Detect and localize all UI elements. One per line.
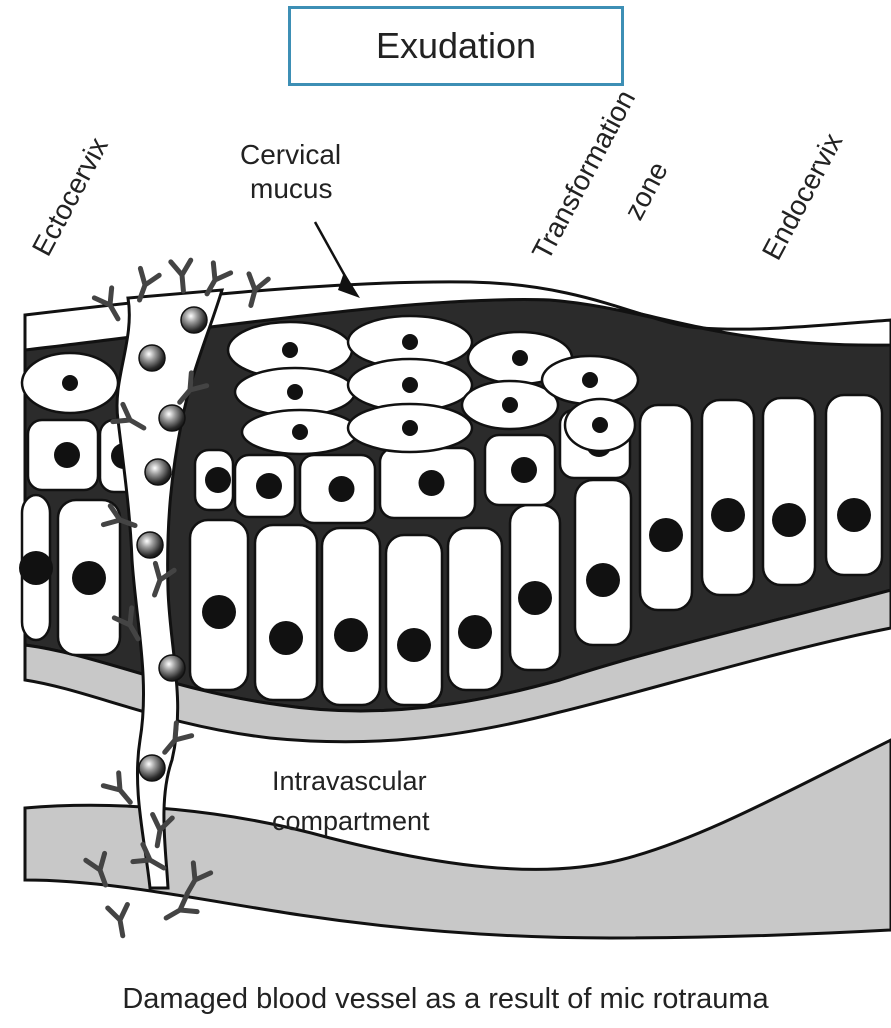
label-transformation-zone-line2: zone (618, 157, 674, 225)
columnar-cell (386, 535, 442, 705)
blood-cell (181, 307, 207, 333)
cell-nucleus (649, 518, 683, 552)
label-intravascular-line2: compartment (272, 806, 430, 836)
cell-nucleus (582, 372, 598, 388)
cell-nucleus (72, 561, 106, 595)
cell-nucleus (397, 628, 431, 662)
cell-nucleus (269, 621, 303, 655)
figure-caption: Damaged blood vessel as a result of mic … (0, 983, 891, 1016)
blood-cell (139, 345, 165, 371)
antibody (161, 894, 197, 926)
label-transformation-zone-line1: Transformation (526, 85, 641, 265)
cell-nucleus (772, 503, 806, 537)
antibody-shape (103, 773, 138, 809)
cell-nucleus (54, 442, 80, 468)
cell-nucleus (205, 467, 231, 493)
label-cervical-mucus-line2: mucus (250, 173, 332, 204)
antibody (103, 773, 138, 809)
cell-nucleus (62, 375, 78, 391)
diagram-title: Exudation (376, 25, 536, 67)
columnar-cell (702, 400, 754, 595)
label-ectocervix: Ectocervix (26, 132, 114, 261)
cell-nucleus (837, 498, 871, 532)
blood-cell (145, 459, 171, 485)
cell-nucleus (512, 350, 528, 366)
label-cervical-mucus-line1: Cervical (240, 139, 341, 170)
label-endocervix: Endocervix (756, 128, 848, 265)
cell-nucleus (256, 473, 282, 499)
columnar-cell (640, 405, 692, 610)
cell-nucleus (287, 384, 303, 400)
cell-nucleus (511, 457, 537, 483)
blood-cell (159, 405, 185, 431)
columnar-cell (255, 525, 317, 700)
blood-cell (137, 532, 163, 558)
blood-cell (159, 655, 185, 681)
cell-nucleus (402, 420, 418, 436)
cell-nucleus (402, 334, 418, 350)
antibody (108, 904, 133, 937)
cell-nucleus (518, 581, 552, 615)
columnar-cell (448, 528, 502, 690)
antibody-shape (171, 260, 194, 292)
antibody-shape (108, 904, 133, 937)
cell-nucleus (502, 397, 518, 413)
cell-nucleus (458, 615, 492, 649)
label-intravascular-line1: Intravascular (272, 766, 427, 796)
columnar-cell (322, 528, 380, 705)
cell-nucleus (592, 417, 608, 433)
antibody (171, 260, 194, 292)
cell-nucleus (329, 476, 355, 502)
cell-nucleus (334, 618, 368, 652)
cell-nucleus (292, 424, 308, 440)
columnar-cell (575, 480, 631, 645)
antibody-shape (161, 894, 197, 926)
cell-nucleus (586, 563, 620, 597)
cell-nucleus (202, 595, 236, 629)
columnar-cell (826, 395, 882, 575)
title-box: Exudation (288, 6, 624, 86)
cell-nucleus (419, 470, 445, 496)
cell-nucleus (402, 377, 418, 393)
cell-nucleus (711, 498, 745, 532)
cell-nucleus (282, 342, 298, 358)
blood-cell (139, 755, 165, 781)
columnar-cell (763, 398, 815, 585)
cell-nucleus (19, 551, 53, 585)
